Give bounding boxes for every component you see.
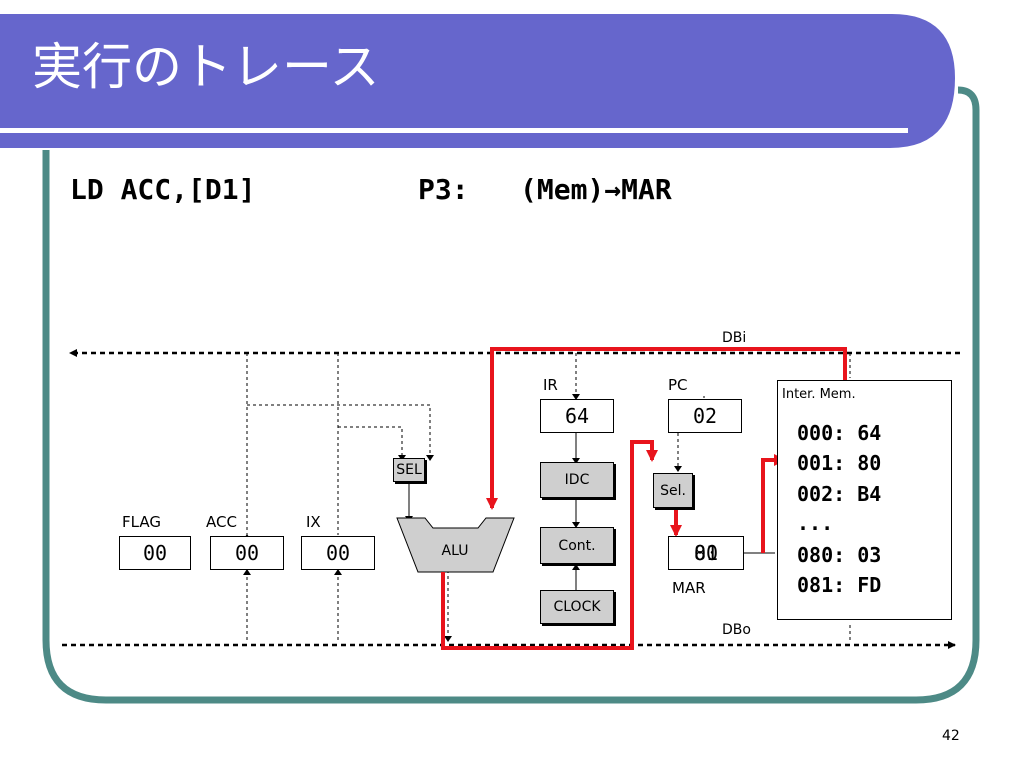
title-underline bbox=[0, 128, 908, 133]
instruction-code: LD ACC,[D1] bbox=[70, 173, 256, 206]
instruction-phase: P3: bbox=[418, 173, 469, 206]
ix-register: 00 bbox=[301, 536, 375, 570]
idc-unit: IDC bbox=[540, 462, 614, 498]
internal-lines bbox=[246, 353, 851, 640]
cont-unit: Cont. bbox=[540, 527, 614, 564]
dbo-label: DBo bbox=[722, 622, 751, 638]
memory-title: Inter. Mem. bbox=[782, 387, 856, 402]
memory-row: 080: 03 bbox=[797, 543, 882, 567]
mar-old-value: 01 bbox=[693, 541, 719, 565]
mar-register: 80 01 bbox=[668, 536, 744, 570]
ix-label: IX bbox=[306, 513, 321, 531]
acc-register: 00 bbox=[210, 536, 284, 570]
memory-row: 000: 64 bbox=[797, 421, 882, 445]
sel2-unit: Sel. bbox=[653, 473, 693, 508]
mar-new-value: 80 bbox=[693, 541, 719, 565]
ir-label: IR bbox=[543, 376, 558, 394]
clock-unit: CLOCK bbox=[540, 590, 614, 624]
instruction-operation: (Mem)→MAR bbox=[520, 173, 672, 206]
memory-row: 001: 80 bbox=[797, 451, 882, 475]
mar-label: MAR bbox=[672, 579, 706, 597]
flag-register: 00 bbox=[119, 536, 191, 570]
sel-unit: SEL bbox=[393, 458, 425, 482]
slide-title: 実行のトレース bbox=[32, 38, 380, 96]
pc-label: PC bbox=[668, 376, 688, 394]
internal-memory: Inter. Mem. 000: 64 001: 80 002: B4 ... … bbox=[777, 380, 952, 620]
title-bar bbox=[0, 14, 955, 148]
page-number: 42 bbox=[942, 728, 960, 744]
acc-label: ACC bbox=[206, 513, 237, 531]
memory-row: ... bbox=[797, 511, 834, 535]
dbi-label: DBi bbox=[722, 330, 747, 346]
pc-register: 02 bbox=[668, 399, 742, 433]
memory-row: 002: B4 bbox=[797, 482, 882, 506]
content-frame bbox=[42, 86, 980, 704]
memory-row: 081: FD bbox=[797, 573, 882, 597]
flag-label: FLAG bbox=[122, 513, 161, 531]
ir-register: 64 bbox=[540, 399, 614, 433]
alu-label: ALU bbox=[441, 543, 469, 559]
